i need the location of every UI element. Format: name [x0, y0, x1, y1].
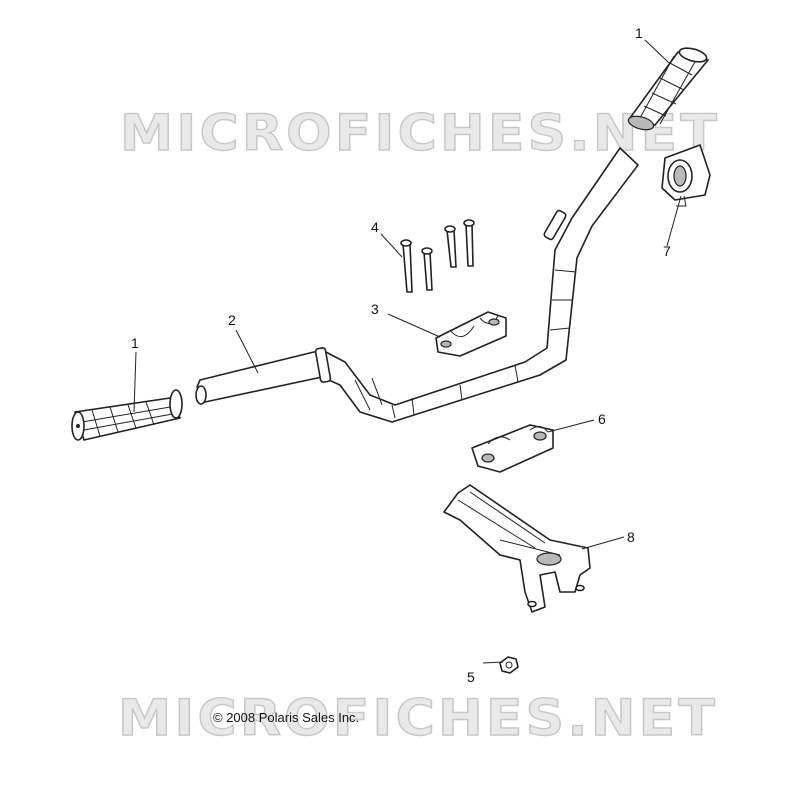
watermark-bottom: MICROFICHES.NET	[118, 689, 718, 747]
callout-handlebar: 2	[228, 312, 236, 328]
callout-throttle-housing: 7	[663, 243, 671, 259]
copyright-notice: © 2008 Polaris Sales Inc.	[213, 710, 360, 725]
handlebar	[195, 147, 639, 423]
nut	[499, 656, 519, 674]
grip-right	[627, 47, 709, 131]
callout-lower-clamp: 6	[598, 411, 606, 427]
callout-upper-clamp: 3	[371, 301, 379, 317]
watermark-top: MICROFICHES.NET	[120, 104, 720, 162]
callout-grip-right: 1	[635, 25, 643, 41]
lower-clamp	[471, 424, 554, 473]
mount-bracket	[443, 484, 591, 613]
bolts	[400, 219, 475, 293]
grip-left	[71, 389, 183, 441]
callout-bolts: 4	[371, 219, 379, 235]
callout-grip-left: 1	[131, 335, 139, 351]
leader-lines	[133, 39, 682, 664]
upper-clamp	[435, 311, 507, 357]
throttle-housing	[661, 144, 711, 207]
callout-mount-bracket: 8	[627, 529, 635, 545]
callout-nut: 5	[467, 669, 475, 685]
